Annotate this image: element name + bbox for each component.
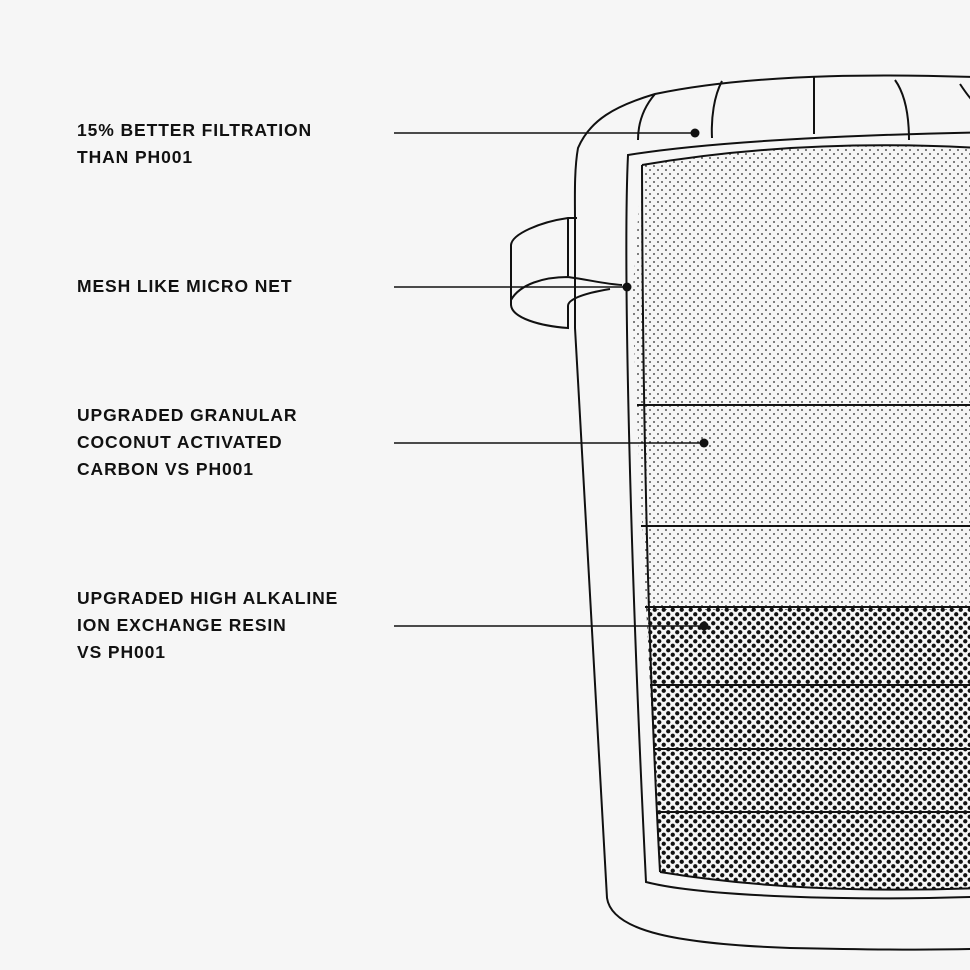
callout-label-line: 15% BETTER FILTRATION	[77, 120, 313, 140]
callout-label-line: VS PH001	[77, 642, 166, 662]
side-tab	[510, 217, 611, 330]
filter-media-outline	[641, 144, 970, 891]
side-tab-lip	[510, 275, 623, 301]
housing-outline	[573, 74, 970, 951]
cartridge-outline	[625, 131, 970, 900]
callout-label-line: ION EXCHANGE RESIN	[77, 615, 287, 635]
cap-rib	[637, 93, 656, 141]
callout-label-resin: UPGRADED HIGH ALKALINE ION EXCHANGE RESI…	[77, 585, 338, 666]
callout-label-filtration: 15% BETTER FILTRATION THAN PH001	[77, 117, 312, 171]
cap-rib	[710, 80, 723, 139]
callout-label-carbon: UPGRADED GRANULAR COCONUT ACTIVATED CARB…	[77, 402, 297, 483]
callout-label-line: COCONUT ACTIVATED	[77, 432, 283, 452]
callout-label-line: THAN PH001	[77, 147, 193, 167]
leader-dot-carbon	[699, 438, 709, 448]
leader-dot-resin	[699, 621, 709, 631]
callout-label-line: CARBON VS PH001	[77, 459, 254, 479]
leader-dot-micro-net	[622, 282, 632, 292]
cap-rib	[894, 79, 910, 141]
cap-rib	[959, 83, 970, 100]
leader-dot-filtration	[690, 128, 700, 138]
callout-label-line: MESH LIKE MICRO NET	[77, 276, 293, 296]
callout-label-line: UPGRADED GRANULAR	[77, 405, 298, 425]
callout-label-micro-net: MESH LIKE MICRO NET	[77, 273, 292, 300]
callout-label-line: UPGRADED HIGH ALKALINE	[77, 588, 339, 608]
